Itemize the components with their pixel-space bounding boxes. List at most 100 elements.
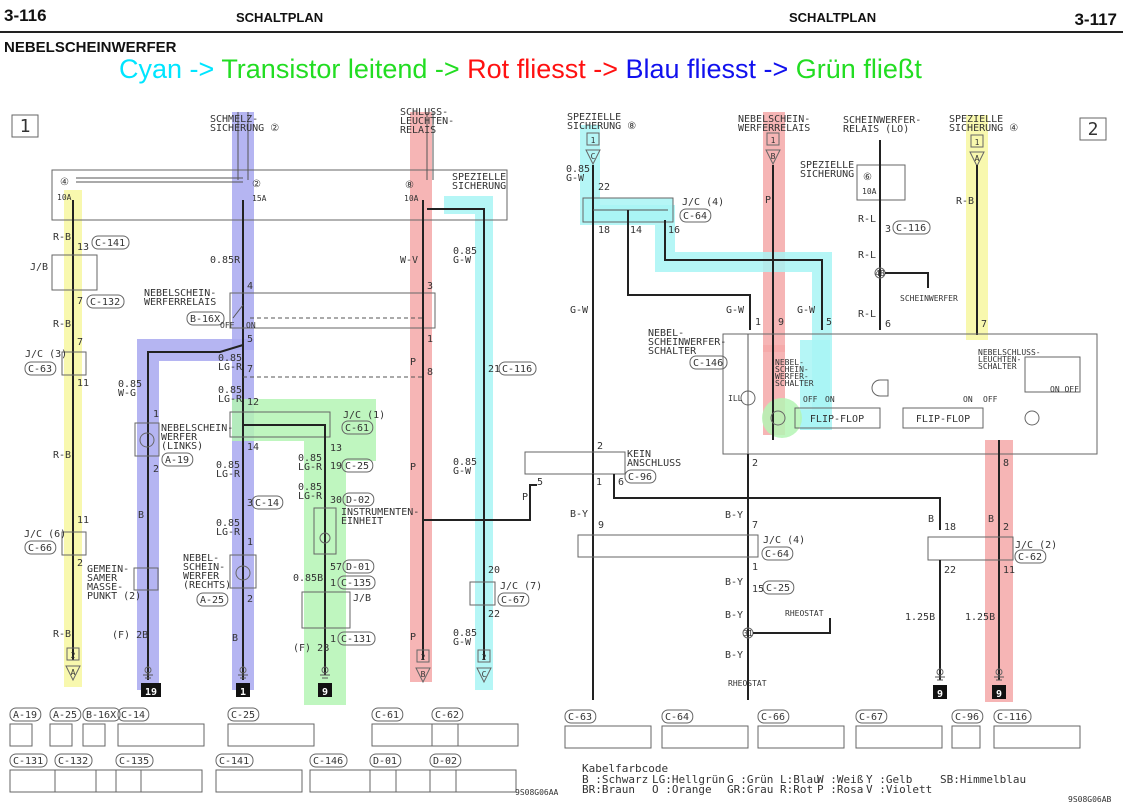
tag-b16x-frame — [186, 311, 225, 326]
pin: 7 — [981, 319, 987, 330]
pin: 4 — [247, 281, 253, 292]
connector-b-16x-body — [82, 723, 106, 747]
relay-switch — [232, 304, 244, 319]
pin: 8 — [1003, 458, 1009, 469]
terminal-1-c-label: 1 — [975, 138, 980, 147]
headlamp-left-icon — [139, 432, 155, 448]
color-code-entry: Y :Gelb — [866, 773, 912, 786]
schluss-label: RELAIS — [400, 125, 436, 136]
wire-label-p: P — [410, 462, 416, 473]
jc1-label: J/C (1) — [343, 410, 385, 421]
wire-label: W-G — [118, 388, 136, 399]
connector-c-63-frame — [564, 709, 597, 724]
color-code-entry: GR:Grau — [727, 783, 773, 796]
wire-label-125b: 1.25B — [965, 612, 995, 623]
on-label: ON — [963, 395, 973, 404]
wire-label: LG-R — [298, 462, 323, 473]
pin: 22 — [598, 182, 610, 193]
schmelz-label: SCHMELZ- — [210, 114, 258, 125]
tag-d01-frame — [342, 559, 375, 574]
pin: 3 — [885, 224, 891, 235]
headlamp-left-box — [134, 422, 160, 457]
splice-31-label: 31 — [743, 629, 753, 638]
pin: 2 — [597, 441, 603, 452]
headlamp-right-icon — [235, 565, 251, 581]
jc7-box — [469, 581, 496, 606]
tag-c25-b: C-25 — [766, 583, 790, 594]
on-label: ON — [246, 321, 256, 330]
pin: 5 — [826, 317, 832, 328]
connector-c-116-body — [993, 725, 1081, 749]
ground-1-badge — [236, 683, 250, 697]
wire-label: 0.85 — [298, 482, 322, 493]
wire-label-rb: R-B — [53, 319, 71, 330]
connector-c-25: C-25 — [231, 710, 255, 721]
ground-19-icon — [144, 666, 152, 674]
inner-switch-label: SCHALTER — [775, 379, 814, 388]
wire-label-rb: R-B — [53, 450, 71, 461]
jc3-label: J/C (3) — [25, 349, 67, 360]
wire-label-p: P — [410, 357, 416, 368]
wire-label: 0.85 — [216, 518, 240, 529]
wire-label-085r: 0.85R — [210, 255, 241, 266]
pin: 11 — [1003, 565, 1015, 576]
triangle-a-left-label: A — [71, 668, 76, 677]
connector-c-116: C-116 — [997, 712, 1027, 723]
wire-label: G-W — [566, 173, 585, 184]
relay-box — [229, 292, 436, 329]
connector-c-116-frame — [993, 709, 1032, 724]
pin: 2 — [1003, 522, 1009, 533]
tag-a19: A-19 — [165, 455, 189, 466]
connector-c-62-body — [431, 723, 519, 747]
color-code-entry: L:Blau — [780, 773, 820, 786]
wire-label: LG-R — [298, 491, 323, 502]
triangle-c-cyan-label: C — [482, 670, 487, 679]
pin: 6 — [618, 477, 624, 488]
schluss-label: SCHLUSS- — [400, 107, 448, 118]
pin: 16 — [668, 225, 680, 236]
off-label: OFF — [983, 395, 998, 404]
flow-banner: Cyan -> Transistor leitend -> Rot fliess… — [119, 54, 922, 85]
tag-c64-b: C-64 — [765, 549, 789, 560]
banner-part-2: Rot fliesst -> — [467, 54, 626, 84]
fuse-box — [51, 169, 508, 221]
connector-d-02: D-02 — [433, 756, 457, 767]
tag-c64-b-frame — [761, 546, 794, 561]
wire-label-by: B-Y — [570, 509, 588, 520]
ground-point-label: GEMEIN- — [87, 564, 129, 575]
pin: 7 — [752, 520, 758, 531]
color-code-entry: G :Grün — [727, 773, 773, 786]
wire-label-b: B — [138, 510, 144, 521]
pin: 1 — [153, 409, 159, 420]
tag-c14: C-14 — [255, 498, 279, 509]
tag-c96: C-96 — [628, 472, 652, 483]
pin: 1 — [427, 334, 433, 345]
connector-b-16x: B-16X — [86, 710, 116, 721]
relay-box-right — [1024, 356, 1081, 393]
wire-gw-14 — [627, 210, 751, 330]
wire-label: 0.85 — [218, 385, 242, 396]
wire-label: 0.85 — [216, 460, 240, 471]
ground-1-label: 1 — [240, 687, 246, 698]
instrument-label: EINHEIT — [341, 516, 383, 527]
figure-code-right: 9S08G06AB — [1068, 795, 1112, 804]
terminal-1-c — [970, 134, 984, 148]
section-title: NEBELSCHEINWERFER — [4, 39, 177, 56]
connector-d-01: D-01 — [373, 756, 397, 767]
ground-9-a-icon — [936, 668, 944, 676]
wire-scheinwerfer — [885, 272, 929, 288]
connector-c-66-frame — [757, 709, 790, 724]
wire-label-p: P — [522, 492, 528, 503]
tag-d01: D-01 — [346, 562, 370, 573]
triangle-b-mid-label: B — [421, 670, 426, 679]
connector-c-132-frame — [54, 753, 93, 768]
tag-c64: C-64 — [683, 211, 707, 222]
headlamp-left-label: NEBELSCHEIN- — [161, 423, 233, 434]
tag-b16x: B-16X — [190, 314, 220, 325]
pin: 6 — [885, 319, 891, 330]
wire-label: G-W — [453, 637, 472, 648]
pin: 22 — [944, 565, 956, 576]
headlamp-right-label: WERFER — [183, 571, 220, 582]
connector-c-96-frame — [951, 709, 984, 724]
flipflop-1-label: FLIP-FLOP — [810, 414, 864, 425]
